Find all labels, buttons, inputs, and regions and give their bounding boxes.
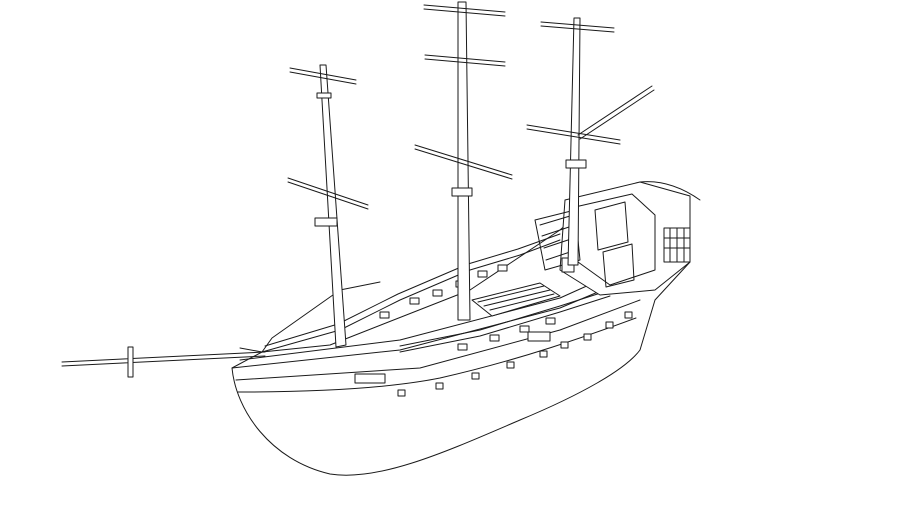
deck-cannons bbox=[379, 264, 556, 351]
stern-castle bbox=[534, 181, 701, 296]
deck-hatch bbox=[471, 282, 561, 317]
fore-mast bbox=[287, 64, 369, 348]
bowsprit bbox=[61, 346, 266, 378]
main-mast bbox=[414, 1, 513, 321]
gun-ports bbox=[354, 311, 633, 397]
mizzen-mast bbox=[526, 17, 655, 266]
